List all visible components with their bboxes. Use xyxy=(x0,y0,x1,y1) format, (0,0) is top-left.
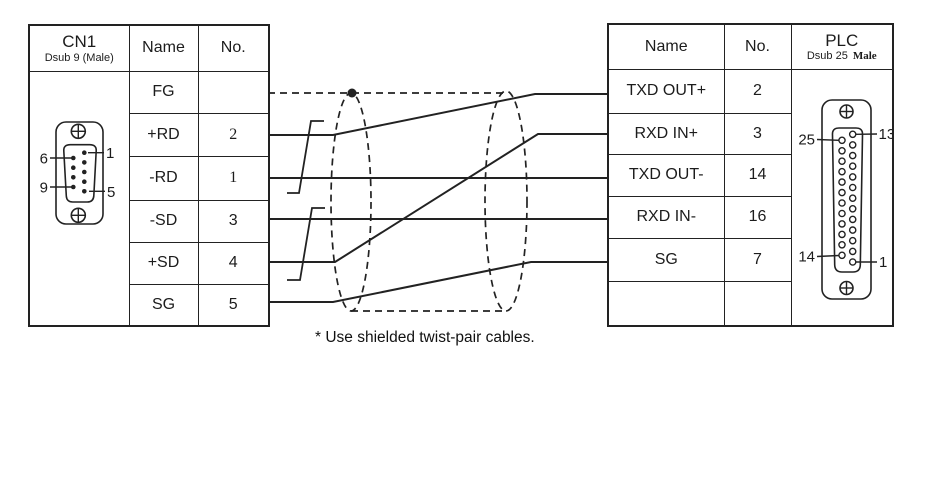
cn1-header: CN1 Dsub 9 (Male) xyxy=(28,24,130,72)
plc-row-no: 14 xyxy=(723,153,792,197)
twist-pair-marker-1 xyxy=(287,120,324,194)
plc-row-no: 7 xyxy=(723,237,792,282)
screw-icon xyxy=(70,123,87,139)
cn1-row-name: SG xyxy=(128,283,199,327)
cn1-row-no xyxy=(197,70,270,114)
dsub9-pins xyxy=(71,150,87,194)
cable-shield-right-ellipse xyxy=(484,90,528,312)
dsub25-connector-cell: 25 13 14 1 xyxy=(790,68,894,327)
screw-icon xyxy=(838,280,854,296)
cn1-row-no: 3 xyxy=(197,199,270,243)
cn1-row-no: 5 xyxy=(197,283,270,327)
cn1-col-no: No. xyxy=(197,24,270,72)
pin-label-13: 13 xyxy=(878,126,893,143)
cn1-row-name: +RD xyxy=(128,112,199,157)
plc-row-name: TXD OUT+ xyxy=(607,68,725,114)
shield-connection-dot xyxy=(347,88,357,98)
pin-label-6: 6 xyxy=(40,150,48,167)
cn1-table: CN1 Dsub 9 (Male) Name No. xyxy=(28,24,270,327)
cn1-row-name: -SD xyxy=(128,199,199,243)
screw-icon xyxy=(838,103,854,119)
cn1-title: CN1 xyxy=(62,32,97,52)
plc-row-no: 2 xyxy=(723,68,792,114)
plc-row-no: 16 xyxy=(723,195,792,239)
plc-row-no: 3 xyxy=(723,112,792,155)
pin-label-5: 5 xyxy=(107,184,115,201)
wire-sg-sg xyxy=(268,261,607,303)
pin-label-9: 9 xyxy=(40,179,48,196)
cn1-col-name: Name xyxy=(128,24,199,72)
dsub9-shell xyxy=(62,143,98,203)
dsub9-connector: 6 1 9 5 xyxy=(40,120,115,225)
plc-row-name: RXD IN- xyxy=(607,195,725,239)
twist-pair-marker-2 xyxy=(287,207,325,281)
cn1-subtitle: Dsub 9 (Male) xyxy=(44,51,114,64)
cable-shield-left-ellipse xyxy=(330,92,372,312)
cn1-row-no: 1 xyxy=(197,155,270,201)
plc-col-no: No. xyxy=(723,23,792,70)
dsub25-connector: 25 13 14 1 xyxy=(798,98,893,300)
plc-row-no xyxy=(723,280,792,327)
cn1-row-name: +SD xyxy=(128,241,199,285)
plc-row-name: TXD OUT- xyxy=(607,153,725,197)
wire-psd-rxdin-plus xyxy=(268,133,607,263)
plc-row-name: SG xyxy=(607,237,725,282)
dsub25-body xyxy=(820,98,872,300)
plc-title: PLC xyxy=(825,30,859,50)
cn1-row-name: -RD xyxy=(128,155,199,201)
dsub9-connector-cell: 6 1 9 5 xyxy=(28,70,130,327)
cn1-row-no: 4 xyxy=(197,241,270,285)
screw-icon xyxy=(70,207,87,223)
wire-prd-txdout-plus xyxy=(268,93,607,136)
plc-row-name xyxy=(607,280,725,327)
pin-label-25: 25 xyxy=(798,131,815,148)
pin-label-14: 14 xyxy=(798,248,815,265)
dsub25-shell xyxy=(831,126,863,273)
cn1-row-name: FG xyxy=(128,70,199,114)
cn1-row-no: 2 xyxy=(197,112,270,157)
pin-label-1: 1 xyxy=(879,254,887,271)
pin-label-1: 1 xyxy=(106,145,114,162)
plc-col-name: Name xyxy=(607,23,725,70)
footnote: * Use shielded twist-pair cables. xyxy=(315,329,535,346)
dsub25-pins xyxy=(837,130,857,266)
dsub9-body xyxy=(55,120,104,225)
plc-row-name: RXD IN+ xyxy=(607,112,725,155)
